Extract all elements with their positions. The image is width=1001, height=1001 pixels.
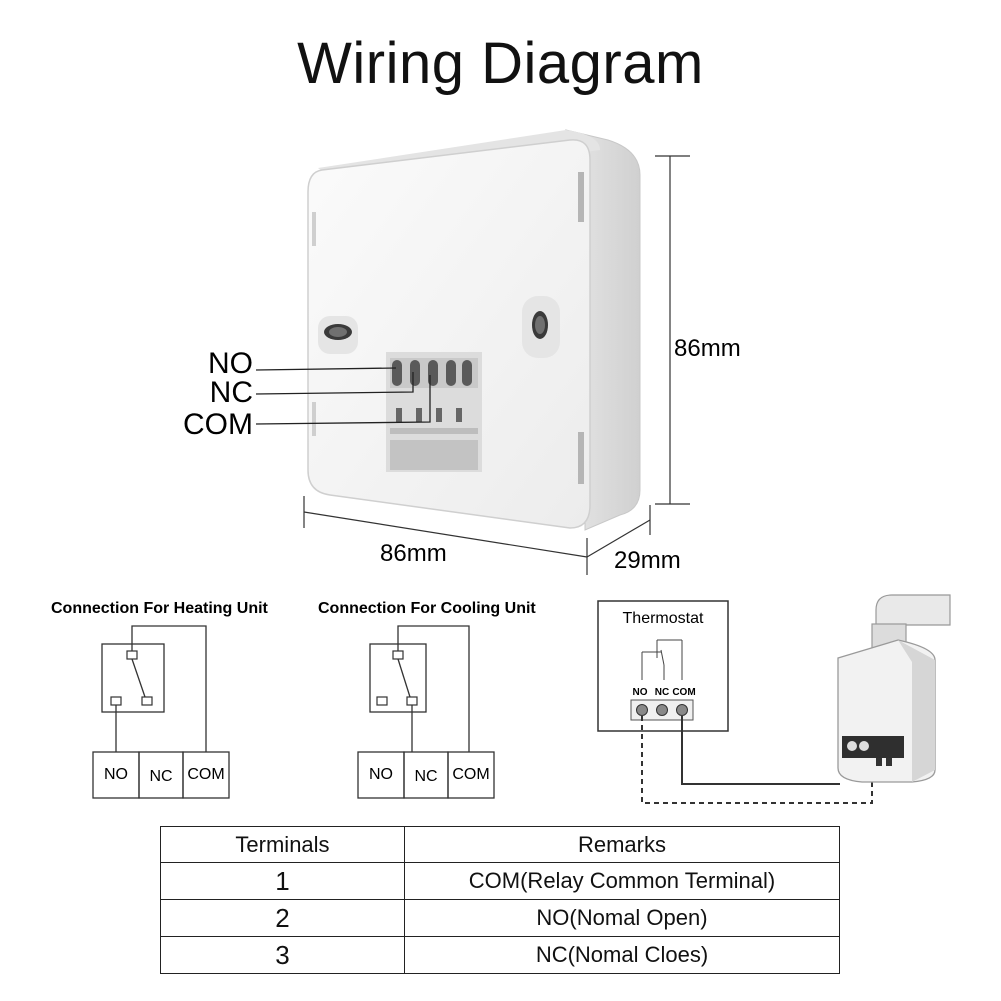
- boiler-wire-dashed: [641, 716, 873, 804]
- dimension-depth: [586, 505, 651, 558]
- heating-relay-diagram: [92, 625, 230, 799]
- dimension-width-label: 86mm: [380, 540, 447, 567]
- heating-terminal-nc: NC: [149, 768, 172, 785]
- heating-terminal-com: COM: [187, 766, 224, 783]
- terminal-block: [386, 352, 482, 472]
- table-cell-terminal: 1: [160, 862, 405, 900]
- cooling-terminal-com: COM: [452, 766, 489, 783]
- thermostat-box: [597, 600, 729, 732]
- cooling-relay-diagram: [357, 625, 495, 799]
- table-cell-terminal: 3: [160, 936, 405, 974]
- terminals-table: Terminals Remarks 1 COM(Relay Common Ter…: [160, 826, 840, 974]
- table-cell-remark: NC(Nomal Cloes): [404, 936, 840, 974]
- table-row: 2 NO(Nomal Open): [160, 899, 840, 937]
- boiler-wire-solid: [681, 716, 840, 785]
- pin-label-nc: NC: [210, 376, 253, 409]
- table-cell-remark: COM(Relay Common Terminal): [404, 862, 840, 900]
- dimension-depth-label: 29mm: [614, 547, 681, 574]
- thermostat-terminal-com: COM: [672, 687, 695, 698]
- table-header-terminals: Terminals: [160, 826, 405, 863]
- table-cell-remark: NO(Nomal Open): [404, 899, 840, 937]
- table-cell-terminal: 2: [160, 899, 405, 937]
- page-title: Wiring Diagram: [297, 31, 704, 96]
- thermostat-terminal-no: NO: [633, 687, 648, 698]
- thermostat-label: Thermostat: [623, 610, 704, 627]
- mounting-hole-left: [318, 316, 358, 354]
- table-row: 3 NC(Nomal Cloes): [160, 936, 840, 974]
- cooling-terminal-nc: NC: [414, 768, 437, 785]
- side-clip-top: [578, 172, 584, 222]
- thermostat-back-plate: [255, 129, 641, 531]
- cooling-title: Connection For Cooling Unit: [318, 600, 536, 617]
- table-row: 1 COM(Relay Common Terminal): [160, 862, 840, 900]
- cooling-terminal-no: NO: [369, 766, 393, 783]
- pin-label-no: NO: [208, 347, 253, 380]
- thermostat-terminal-nc: NC: [655, 687, 669, 698]
- dimension-height-label: 86mm: [674, 335, 741, 362]
- pin-label-com: COM: [183, 408, 253, 441]
- heating-terminal-no: NO: [104, 766, 128, 783]
- boiler-icon: [837, 594, 951, 783]
- mounting-hole-right: [522, 296, 560, 358]
- heating-title: Connection For Heating Unit: [51, 600, 269, 617]
- dimension-height: [655, 155, 690, 505]
- table-header-remarks: Remarks: [404, 826, 840, 863]
- side-clip-bottom: [578, 432, 584, 484]
- table-header-row: Terminals Remarks: [160, 826, 840, 863]
